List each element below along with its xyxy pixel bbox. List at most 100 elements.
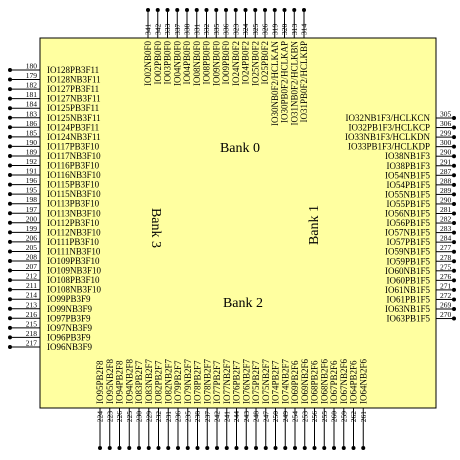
top-pin-12-label: IO25PB0F2 xyxy=(260,41,270,85)
bottom-pin-24-label: IO67PB2F6 xyxy=(329,360,339,404)
top-pin-15-number: 313 xyxy=(290,24,299,36)
top-pin-1-dot xyxy=(155,8,160,12)
bottom-pin-25-dot xyxy=(341,446,346,450)
right-pin-1-number: 306 xyxy=(440,119,452,128)
right-pin-7-dot xyxy=(452,182,456,187)
right-pin-4-dot xyxy=(452,154,456,159)
top-pin-8-dot xyxy=(224,8,228,12)
left-pin-9-label: IO117NB3F10 xyxy=(47,151,101,161)
bottom-pin-17-number: 247 xyxy=(261,411,270,423)
left-pin-27-label: IO97NB3F9 xyxy=(47,323,93,333)
left-pin-15-dot xyxy=(8,211,12,216)
right-pin-4-number: 290 xyxy=(440,148,452,157)
bottom-pin-10-number: 238 xyxy=(193,411,202,423)
left-pin-10-label: IO116PB3F10 xyxy=(47,161,100,171)
top-pin-13-number: 319 xyxy=(270,24,279,36)
bottom-pin-9-label: IO79NB2F7 xyxy=(183,358,193,404)
right-pin-6-dot xyxy=(452,173,456,178)
bottom-pin-17-dot xyxy=(263,446,268,450)
bottom-pin-20-number: 254 xyxy=(291,411,300,423)
right-pin-11-number: 282 xyxy=(440,215,452,224)
bottom-pin-23-dot xyxy=(322,446,327,450)
bottom-pin-1-dot xyxy=(107,446,112,450)
top-pin-1-label: IO02PB0F0 xyxy=(153,41,163,85)
left-pin-4-number: 184 xyxy=(26,100,38,109)
top-pin-16-number: 314 xyxy=(300,24,309,36)
right-pin-3-label: IO33PB1F3/HCLKDP xyxy=(348,142,430,152)
left-pin-20-label: IO109PB3F10 xyxy=(47,256,100,266)
left-pin-26-number: 216 xyxy=(26,310,38,319)
bottom-pin-8-label: IO79PB2F7 xyxy=(173,360,183,404)
left-pin-1-label: IO128NB3F11 xyxy=(47,75,101,85)
left-pin-20-dot xyxy=(8,259,12,263)
right-pin-2-dot xyxy=(452,135,456,140)
top-pin-3-label: IO04NB0F0 xyxy=(172,41,182,87)
right-pin-15-dot xyxy=(452,259,456,264)
left-pin-8-number: 190 xyxy=(26,138,38,147)
top-pin-15-dot xyxy=(292,8,297,12)
left-pin-10-number: 192 xyxy=(26,157,38,166)
top-pin-2-label: IO03PB0F0 xyxy=(163,41,173,85)
top-pin-3-dot xyxy=(175,8,180,12)
right-pin-3-dot xyxy=(452,144,456,149)
bottom-pin-24-dot xyxy=(332,446,336,450)
top-pin-9-number: 323 xyxy=(231,24,240,36)
left-pin-14-dot xyxy=(8,201,12,206)
left-pin-16-dot xyxy=(8,220,12,225)
bottom-pin-17-label: IO75NB2F7 xyxy=(261,358,271,404)
bottom-pin-6-dot xyxy=(156,446,161,450)
right-pin-0-label: IO32NB1F3/HCLKCN xyxy=(345,113,430,123)
left-pin-6-dot xyxy=(8,125,12,130)
right-pin-11-label: IO56PB1F5 xyxy=(386,218,430,228)
left-pin-5-dot xyxy=(8,115,12,120)
bottom-pin-27-number: 261 xyxy=(359,411,368,423)
right-pin-16-number: 275 xyxy=(440,262,452,271)
bottom-pin-14-dot xyxy=(234,446,239,450)
right-pin-5-label: IO38PB1F3 xyxy=(386,161,430,171)
right-pin-12-number: 283 xyxy=(440,224,452,233)
top-pin-13-label: IO30NB0F2/HCLKAN xyxy=(270,41,280,127)
left-pin-19-number: 205 xyxy=(26,243,38,252)
top-pin-1-number: 342 xyxy=(153,24,162,36)
chip-body xyxy=(39,37,437,409)
right-pin-21-number: 270 xyxy=(440,310,452,319)
right-pin-7-label: IO54PB1F5 xyxy=(386,180,430,190)
left-pin-10-dot xyxy=(8,163,12,168)
top-pin-14-label: IO30PB0F2/HCLKAP xyxy=(280,41,290,123)
bottom-pin-15-number: 243 xyxy=(242,411,251,423)
left-pin-7-label: IO124NB3F11 xyxy=(47,132,101,142)
bottom-pin-4-number: 230 xyxy=(135,411,144,423)
top-pin-7-label: IO09NB0F0 xyxy=(211,41,221,87)
top-pin-13-dot xyxy=(272,8,277,12)
bottom-pin-3-label: IO94NB2F8 xyxy=(124,358,134,404)
left-pin-24-number: 214 xyxy=(26,291,38,300)
top-pin-11-dot xyxy=(253,8,258,12)
right-pin-7-number: 288 xyxy=(440,176,452,185)
top-pin-0-dot xyxy=(146,8,150,12)
bottom-pin-11-dot xyxy=(205,446,210,450)
left-pin-8-label: IO117PB3F10 xyxy=(47,141,100,151)
bottom-pin-26-dot xyxy=(351,446,356,450)
left-pin-11-dot xyxy=(8,173,12,178)
bottom-pin-4-dot xyxy=(137,446,141,450)
bottom-pin-12-dot xyxy=(215,446,219,450)
left-pin-27-number: 215 xyxy=(26,319,38,328)
bottom-pin-15-dot xyxy=(244,446,249,450)
bottom-pin-23-number: 255 xyxy=(320,411,329,423)
left-pin-3-label: IO127NB3F11 xyxy=(47,94,101,104)
bottom-pin-8-dot xyxy=(176,446,180,450)
top-pin-7-dot xyxy=(214,8,219,12)
top-pin-5-dot xyxy=(194,8,199,12)
right-pin-8-dot xyxy=(452,192,456,197)
left-pin-3-dot xyxy=(8,96,12,101)
right-pin-10-dot xyxy=(452,211,456,216)
left-pin-23-label: IO108NB3F10 xyxy=(47,285,102,295)
top-pin-8-number: 336 xyxy=(222,24,231,36)
left-pin-9-number: 189 xyxy=(26,147,38,156)
left-pin-6-label: IO124PB3F11 xyxy=(47,122,99,132)
top-pin-2-dot xyxy=(165,8,170,12)
left-pin-18-number: 206 xyxy=(26,233,38,242)
right-pin-8-number: 289 xyxy=(440,186,452,195)
